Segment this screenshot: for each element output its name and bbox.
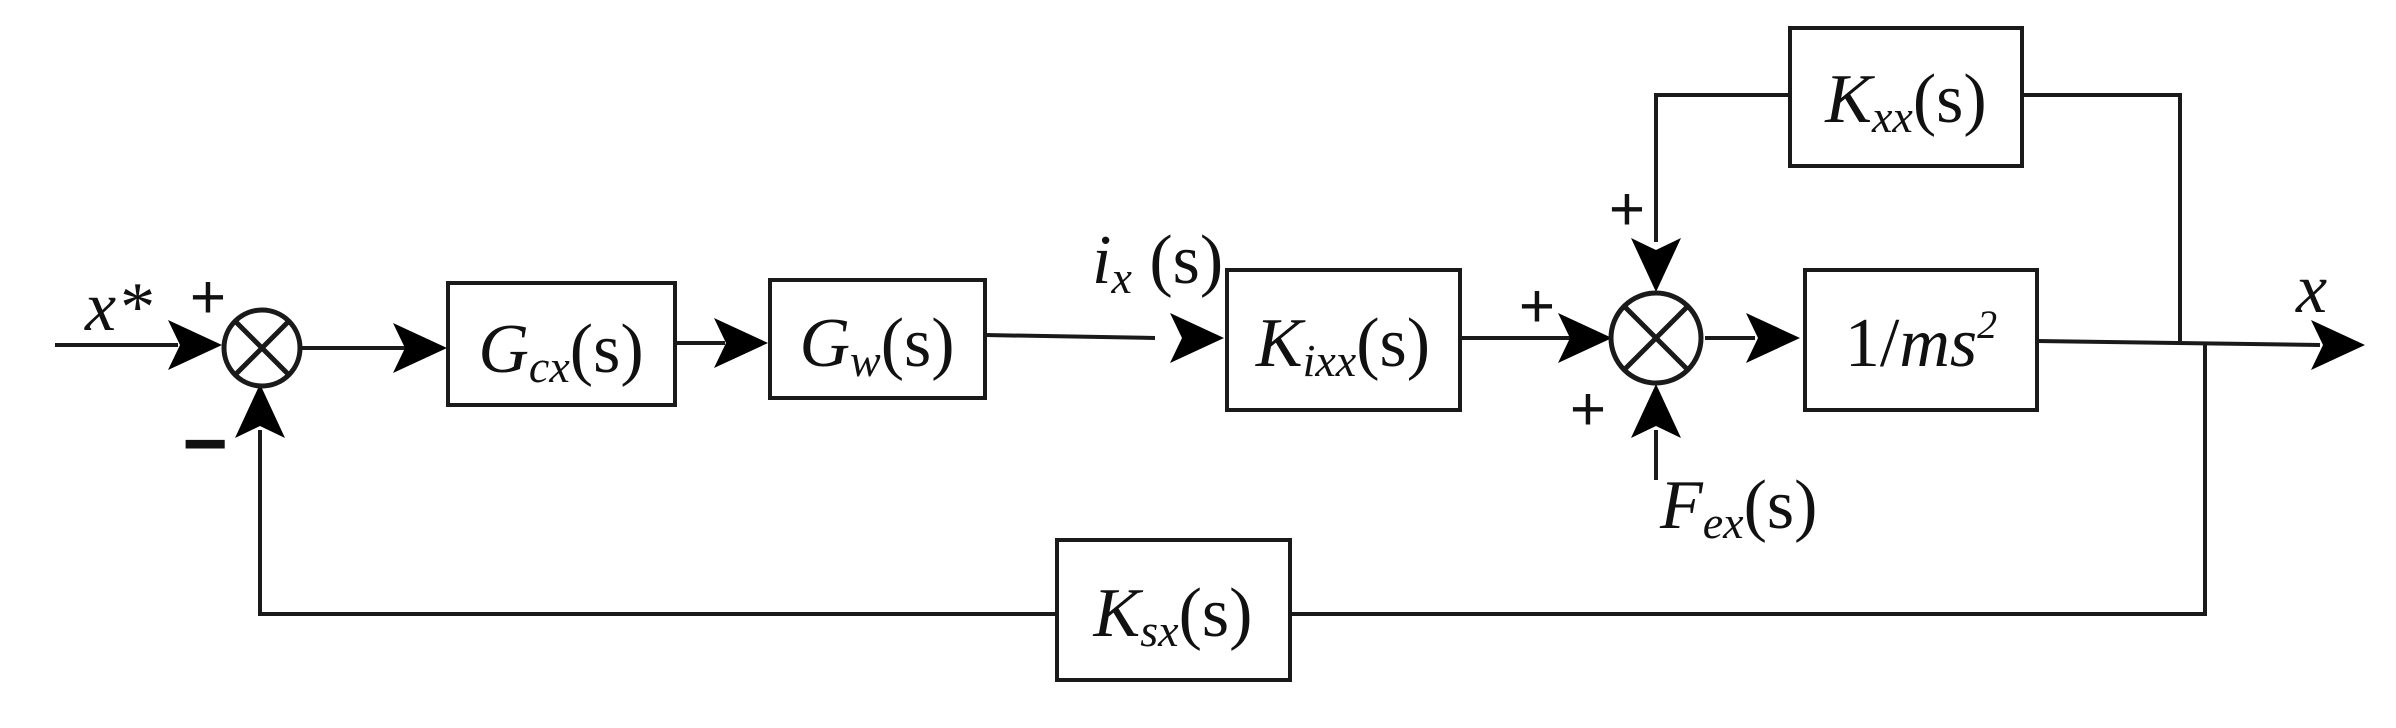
gw-label: Gw(s)	[799, 305, 954, 386]
kxx-feedback-line	[2022, 93, 2182, 341]
kxx-to-sum2-line	[1654, 93, 1790, 242]
arrowhead-kxx-into-sum2	[1631, 238, 1681, 292]
sum2-bottom-plus-sign: +	[1570, 375, 1606, 444]
line-gw-to-kixx	[984, 333, 1156, 340]
kxx-block	[1788, 26, 2024, 168]
arrowheads	[168, 238, 2365, 438]
kixx-block	[1225, 268, 1462, 412]
arrowhead-into-kixx	[1170, 313, 1224, 363]
ksx-to-sum1-line	[258, 430, 1057, 616]
arrowhead-output	[2311, 320, 2365, 370]
output-label: x	[2295, 251, 2327, 328]
arrowhead-disturbance-into-sum2	[1631, 384, 1681, 438]
gcx-label: Gcx(s)	[478, 311, 643, 392]
intermediate-signal-label: ix (s)	[1092, 222, 1223, 303]
arrowhead-into-sum2	[1558, 313, 1612, 363]
gcx-block	[446, 281, 677, 407]
arrowhead-ksx-into-sum1	[235, 384, 285, 438]
arrowhead-into-gcx	[393, 323, 447, 373]
sum1-minus-sign: −	[182, 399, 228, 487]
signal-lines	[55, 93, 2321, 616]
sum2-left-plus-sign: +	[1519, 272, 1555, 341]
sum1-plus-sign: +	[190, 263, 226, 332]
summing-junction-1	[221, 307, 303, 389]
kxx-label: Kxx(s)	[1824, 61, 1986, 142]
ksx-label: Ksx(s)	[1093, 575, 1253, 656]
arrowhead-into-gw	[714, 318, 768, 368]
ksx-feedback-line	[1290, 345, 2207, 616]
kixx-label: Kixx(s)	[1255, 305, 1430, 386]
input-label: x*	[84, 269, 155, 346]
gw-block	[768, 278, 987, 400]
summing-junction-2	[1608, 290, 1704, 386]
disturbance-label: Fex(s)	[1659, 467, 1817, 548]
plant-block	[1803, 268, 2039, 412]
sum2-top-plus-sign: +	[1609, 175, 1645, 244]
output-line	[2036, 339, 2321, 347]
arrowhead-into-plant	[1746, 313, 1800, 363]
arrowhead-into-sum1	[168, 320, 222, 370]
plant-label: 1/ms2	[1845, 302, 1997, 382]
ksx-block	[1055, 538, 1292, 682]
